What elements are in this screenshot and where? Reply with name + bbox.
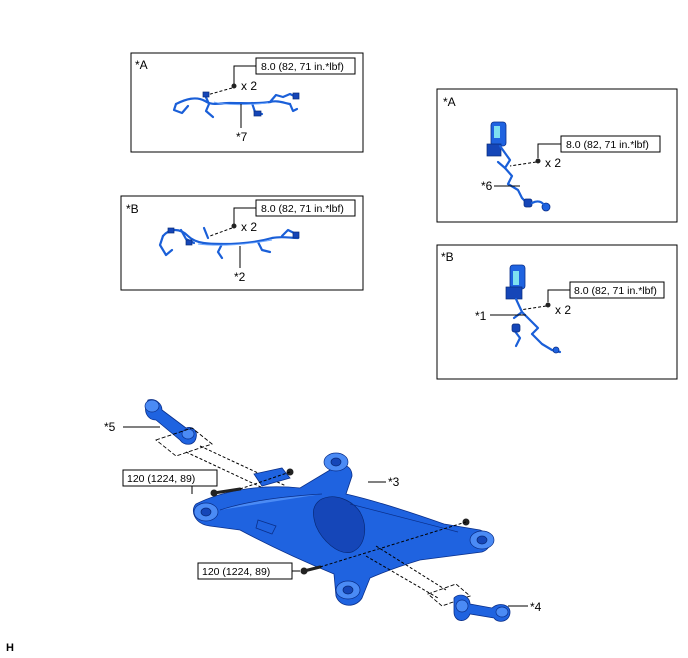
view-sensor-a: *A 8.0 (82, 71 in.*lbf) x 2 *6 [436,88,678,223]
upper-arm-right-icon [453,594,511,622]
view-sensor-a-torque: 8.0 (82, 71 in.*lbf) [566,139,649,151]
view-harness-a-tag: *A [135,58,148,72]
view-sensor-a-frame [436,88,678,223]
bolt-upper-icon [210,487,242,497]
view-harness-b-tag: *B [126,202,139,216]
view-harness-b-torque: 8.0 (82, 71 in.*lbf) [261,203,344,215]
rear-crossmember-icon [193,452,495,606]
view-harness-a: *A 8.0 (82, 71 in.*lbf) x 2 *7 [130,52,364,153]
view-harness-a-torque-leader [233,65,256,84]
view-harness-b-qty: x 2 [241,220,257,234]
upper-arm-right-dashline-2 [365,555,439,599]
upper-arm-left-label: *5 [104,420,116,434]
bolt-lower-icon [300,565,322,575]
view-harness-a-torque: 8.0 (82, 71 in.*lbf) [261,61,344,73]
view-sensor-a-bolt-icon [535,158,541,164]
upper-arm-right-dashline-1 [375,545,447,591]
view-harness-b: *B 8.0 (82, 71 in.*lbf) x 2 *2 [120,195,364,291]
upper-arm-left-mount-ghost [155,427,213,457]
upper-arm-right-label: *4 [530,600,542,614]
view-sensor-b-bolt-dashline [519,305,547,311]
view-harness-b-bolt-icon [231,223,237,229]
view-harness-a-bolt-icon [231,83,237,89]
view-sensor-a-torque-leader [537,143,561,158]
view-harness-b-wire-harness-icon [158,226,300,260]
view-sensor-a-speed-sensor-icon [486,121,551,212]
bolt-upper-dashline [239,471,291,490]
view-sensor-a-qty: x 2 [545,156,561,170]
view-sensor-b-part: *1 [475,309,487,323]
view-sensor-a-tag: *A [443,95,456,109]
view-harness-b-bolt-dashline [209,227,233,237]
view-sensor-b-tag: *B [441,250,454,264]
bolt-upper-torque: 120 (1224, 89) [127,473,195,485]
view-sensor-b-torque-leader [547,289,570,302]
view-sensor-b-qty: x 2 [555,303,571,317]
view-sensor-b: *B 8.0 (82, 71 in.*lbf) x 2 *1 [436,244,678,380]
view-harness-a-qty: x 2 [241,79,257,93]
view-harness-a-part: *7 [236,130,248,144]
bolt-lower-dashline [319,521,467,568]
view-harness-b-torque-leader [233,207,256,224]
view-sensor-b-frame [436,244,678,380]
upper-arm-left-icon [144,399,197,445]
crossmember-label: *3 [388,475,400,489]
view-harness-a-bolt-dashline [206,87,233,96]
suspension-assembly: *5 *3 120 (1224, 89) [104,399,542,622]
upper-arm-left-dashline-1 [199,445,287,487]
view-sensor-b-torque: 8.0 (82, 71 in.*lbf) [574,285,657,297]
view-harness-a-wire-harness-icon [172,91,300,119]
bolt-lower-torque: 120 (1224, 89) [202,566,270,578]
view-harness-b-part: *2 [234,270,246,284]
view-sensor-b-bolt-icon [545,302,551,308]
view-sensor-a-part: *6 [481,179,493,193]
bolt-upper-torque-box [122,469,218,487]
upper-arm-right-mount-ghost [427,583,471,607]
corner-mark: H [6,642,14,654]
view-sensor-a-bolt-dashline [509,161,537,167]
view-sensor-b-speed-sensor-icon [505,264,562,354]
